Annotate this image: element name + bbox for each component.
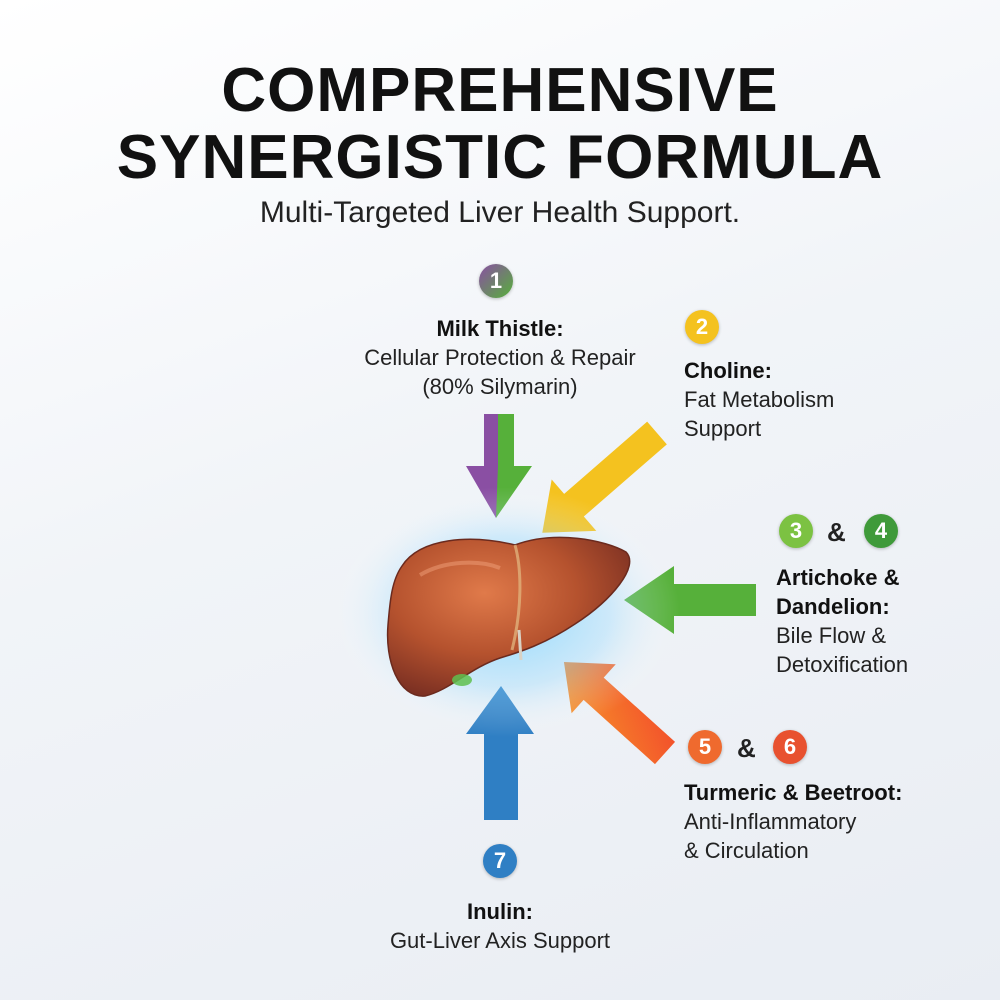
- badge-6: 6: [773, 730, 807, 764]
- title-line-2: SYNERGISTIC FORMULA: [116, 123, 884, 192]
- choline-desc-2: Support: [684, 416, 762, 441]
- milk-thistle-desc-1: Cellular Protection & Repair: [364, 345, 636, 370]
- title-line-1: COMPREHENSIVE: [221, 56, 779, 125]
- subtitle: Multi-Targeted Liver Health Support.: [259, 196, 741, 229]
- ampersand-3-4: &: [827, 517, 846, 547]
- ampersand-5-6: &: [737, 733, 756, 763]
- artichoke-dandelion-label: Artichoke & Dandelion: Bile Flow & Detox…: [776, 563, 996, 679]
- badge-2: 2: [685, 310, 719, 344]
- milk-thistle-desc-2: (80% Silymarin): [422, 374, 578, 399]
- turmeric-beetroot-label: Turmeric & Beetroot: Anti-Inflammatory &…: [684, 778, 984, 865]
- liver-icon: [330, 487, 680, 737]
- artichoke-dandelion-name-2: Dandelion:: [776, 594, 890, 619]
- badge-1: 1: [479, 264, 513, 298]
- choline-label: Choline: Fat Metabolism Support: [684, 356, 944, 443]
- inulin-label: Inulin: Gut-Liver Axis Support: [320, 897, 680, 955]
- badge-7: 7: [483, 844, 517, 878]
- artichoke-dandelion-desc-1: Bile Flow &: [776, 623, 887, 648]
- milk-thistle-name: Milk Thistle:: [436, 316, 564, 341]
- badge-3: 3: [779, 514, 813, 548]
- badge-5: 5: [688, 730, 722, 764]
- milk-thistle-label: Milk Thistle: Cellular Protection & Repa…: [320, 314, 680, 401]
- turmeric-beetroot-desc-2: & Circulation: [684, 838, 809, 863]
- inulin-desc-1: Gut-Liver Axis Support: [389, 928, 611, 953]
- turmeric-beetroot-name: Turmeric & Beetroot:: [684, 780, 903, 805]
- choline-name: Choline:: [684, 358, 772, 383]
- artichoke-dandelion-name-1: Artichoke &: [776, 565, 900, 590]
- artichoke-dandelion-desc-2: Detoxification: [776, 652, 909, 677]
- choline-desc-1: Fat Metabolism: [684, 387, 835, 412]
- badge-4: 4: [864, 514, 898, 548]
- turmeric-beetroot-desc-1: Anti-Inflammatory: [684, 809, 857, 834]
- inulin-name: Inulin:: [467, 899, 533, 924]
